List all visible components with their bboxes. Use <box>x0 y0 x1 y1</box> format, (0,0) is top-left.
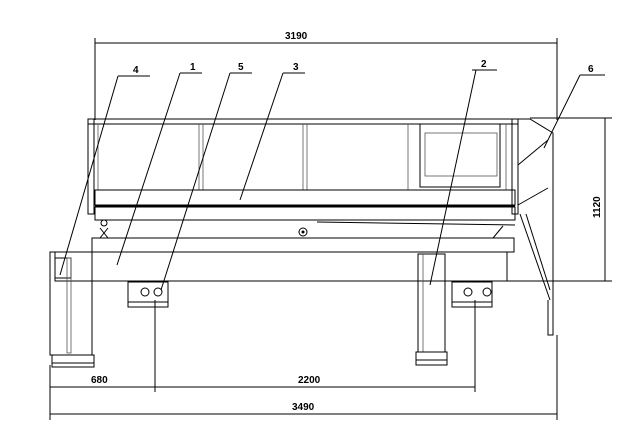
dimension-3190: 3190 <box>285 31 308 42</box>
dimension-680: 680 <box>91 375 108 386</box>
svg-text:1: 1 <box>190 62 196 73</box>
left-support-leg <box>49 251 95 368</box>
mount-bracket-right <box>451 281 493 308</box>
svg-text:6: 6 <box>588 64 594 75</box>
dimension-2200: 2200 <box>298 375 321 386</box>
ramp <box>517 118 554 336</box>
dimension-top: 3190 <box>94 31 558 120</box>
dimension-height: 1120 <box>507 117 612 282</box>
svg-text:4: 4 <box>133 65 139 76</box>
dimension-3490: 3490 <box>292 402 315 413</box>
callout-2: 2 <box>429 59 497 286</box>
dimension-1120: 1120 <box>592 196 603 218</box>
callout-4: 4 <box>59 65 150 276</box>
mount-bracket-left <box>127 281 169 308</box>
callout-5: 5 <box>160 62 252 291</box>
callout-3: 3 <box>239 62 305 201</box>
callout-6: 6 <box>543 64 605 149</box>
right-support-leg <box>415 253 448 366</box>
dimension-bottom: 680 2200 3490 <box>49 300 558 420</box>
platform <box>87 118 519 239</box>
callout-1: 1 <box>116 62 202 266</box>
svg-text:2: 2 <box>481 59 487 70</box>
svg-text:3: 3 <box>293 62 299 73</box>
svg-text:5: 5 <box>238 62 244 73</box>
